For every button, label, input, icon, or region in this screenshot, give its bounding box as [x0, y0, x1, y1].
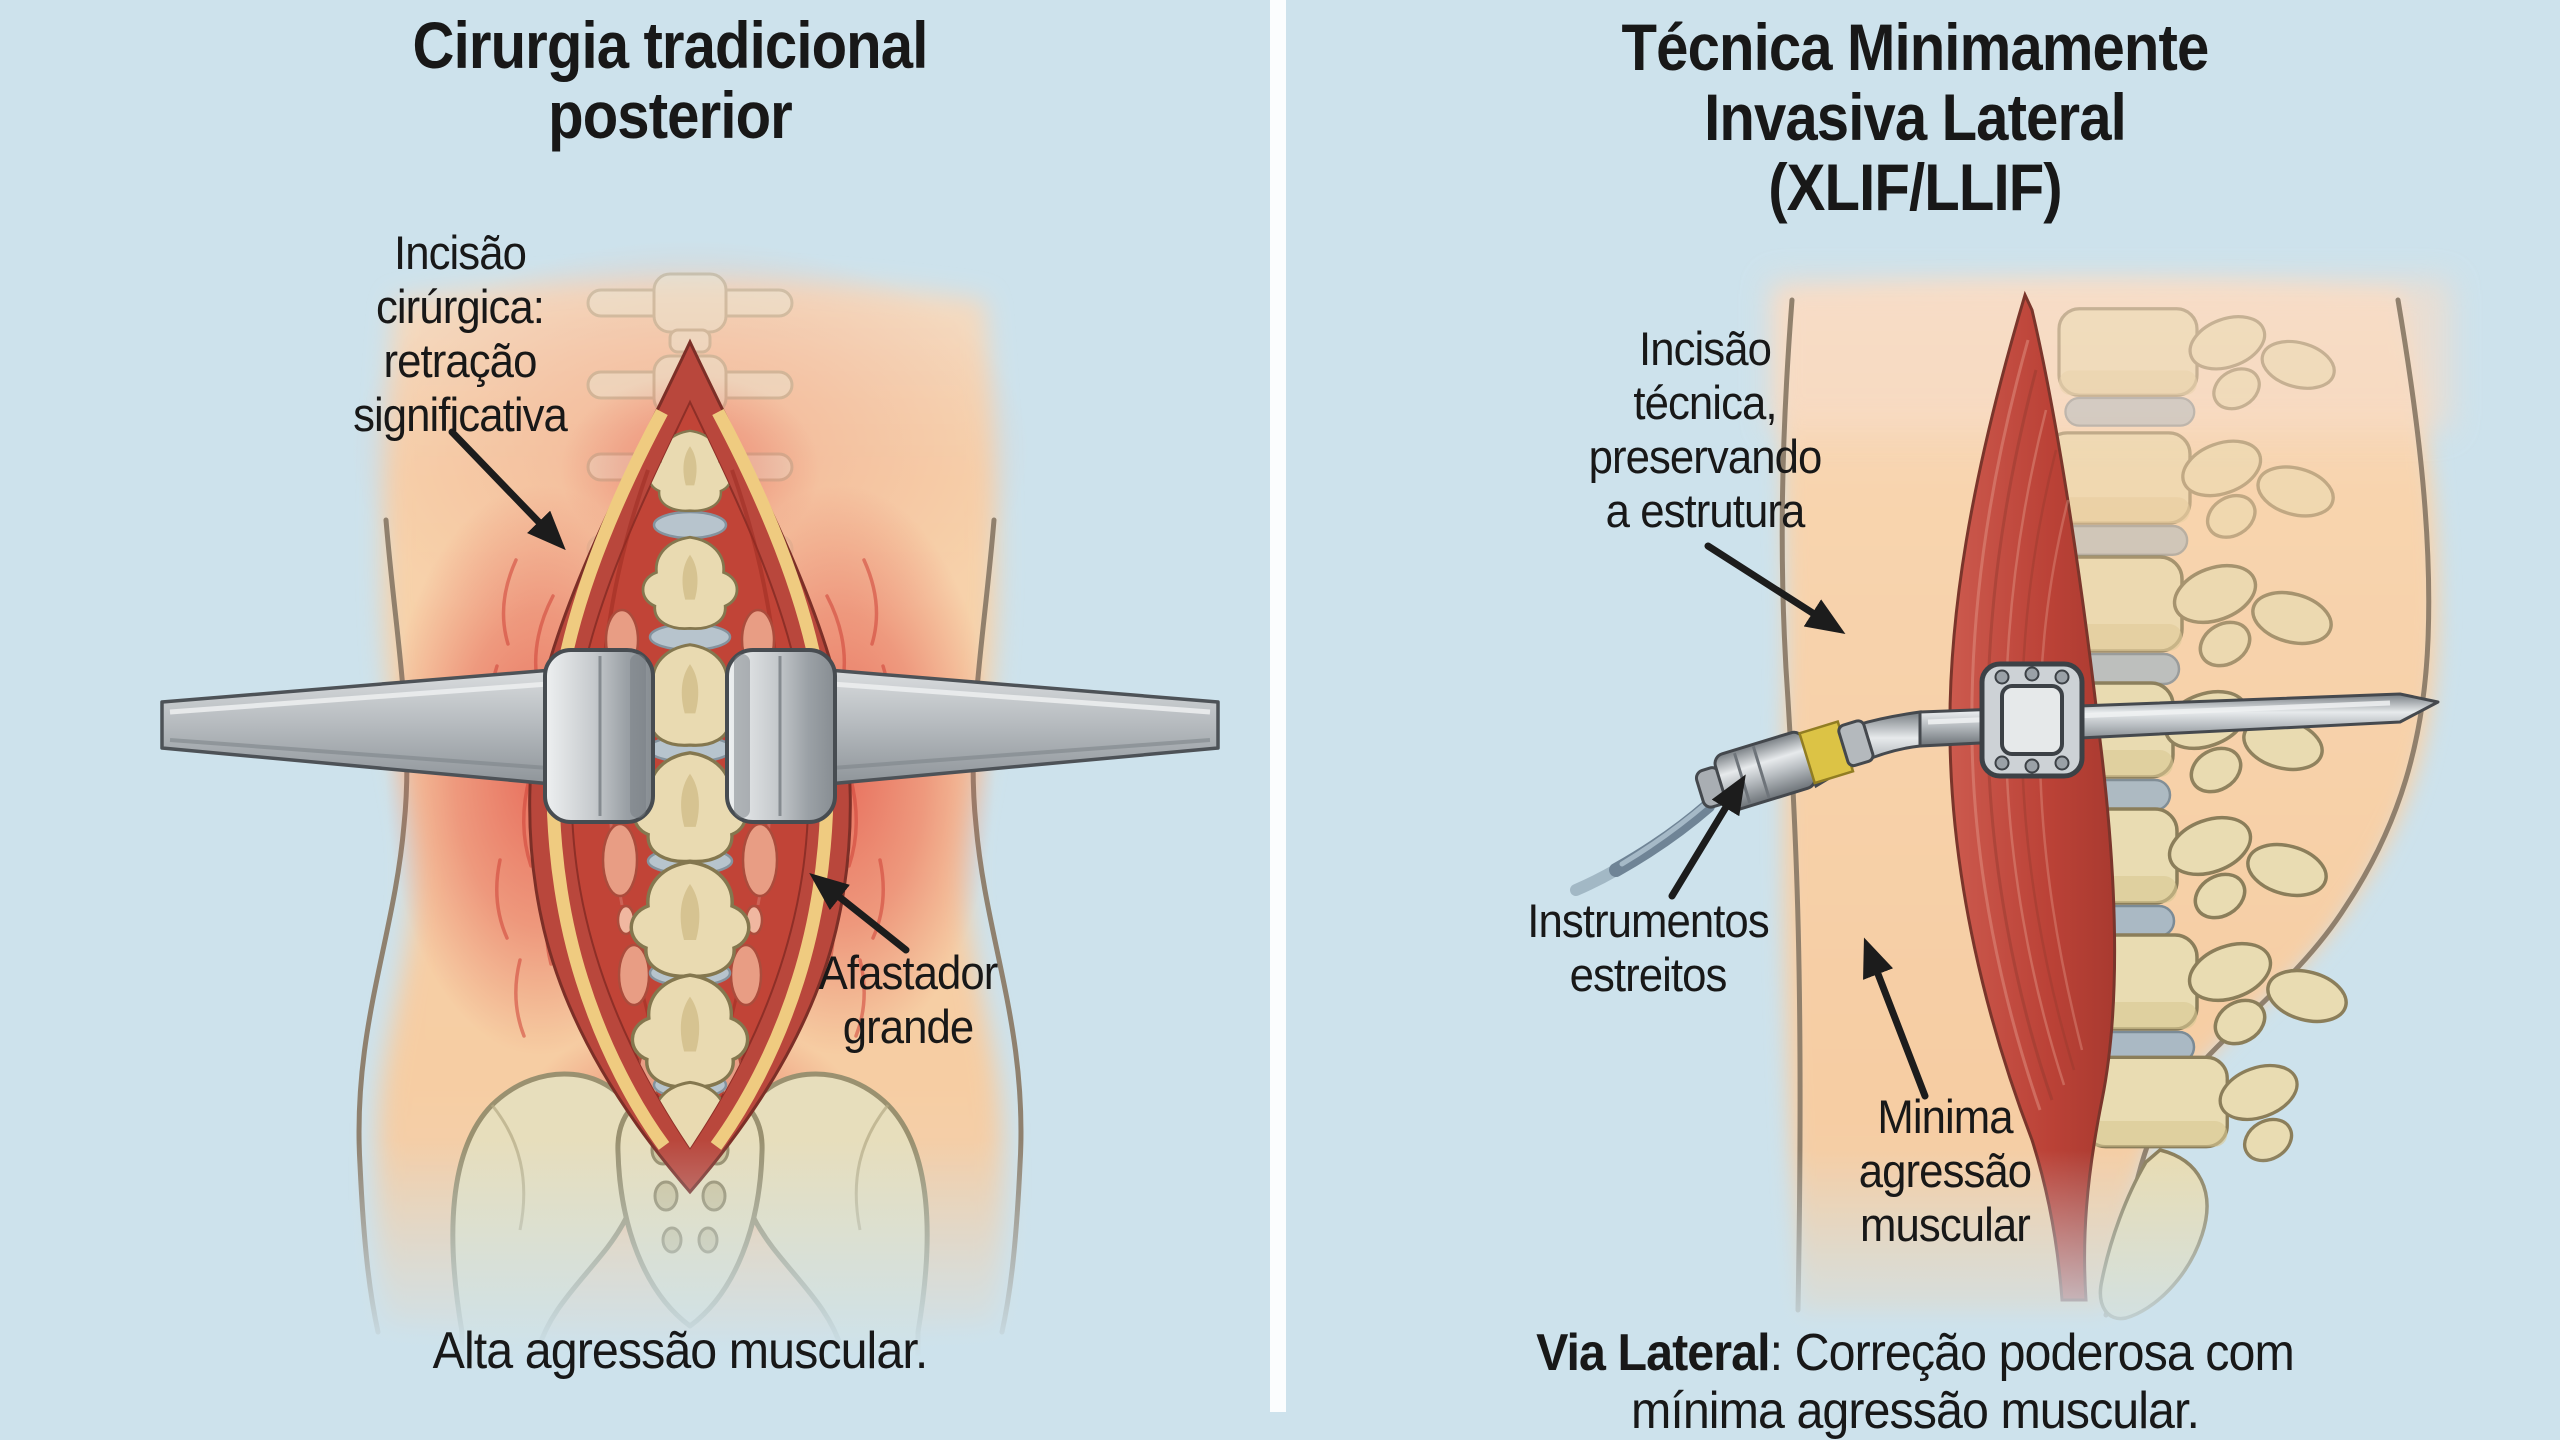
arrow-muscle-label: [1863, 937, 1929, 1100]
arrow-incision-label: [1704, 542, 1846, 635]
muscle-agression-label: Minima agressão muscular: [1858, 1090, 2032, 1251]
arrow-incision-label: [448, 428, 566, 551]
retractor-label: Afastador grande: [818, 946, 999, 1053]
left-panel-caption: Alta agressão muscular.: [432, 1322, 929, 1380]
instruments-label: Instrumentos estreitos: [1527, 894, 1769, 1001]
retractor-right: [725, 648, 1220, 824]
lateral-surgery-illustration: [1280, 280, 2560, 1412]
retractor-left: [160, 648, 655, 824]
posterior-surgery-illustration: [0, 240, 1272, 1412]
arrow-instruments-label: [1668, 774, 1746, 900]
implant-cage: [1979, 661, 2085, 779]
bottom-fade: [1280, 1150, 2560, 1412]
left-incision-label: Incisão cirúrgica: retração significativ…: [353, 226, 568, 441]
panel-divider: [1270, 0, 1286, 1412]
left-panel-title: Cirurgia tradicional posterior: [412, 8, 929, 152]
arrow-retractor-label: [809, 873, 910, 954]
upper-skin-highlight: [1770, 280, 2450, 430]
caption-lead: Via Lateral: [1536, 1324, 1770, 1382]
bottom-fade: [0, 1140, 1272, 1412]
exposed-spine: [629, 429, 751, 1148]
right-panel-caption: Via Lateral: Correção poderosa com mínim…: [1483, 1324, 2348, 1440]
right-panel-title: Técnica Minimamente Invasiva Lateral (XL…: [1621, 10, 2210, 224]
right-incision-label: Incisão técnica, preservando a estrutura: [1588, 322, 1823, 537]
